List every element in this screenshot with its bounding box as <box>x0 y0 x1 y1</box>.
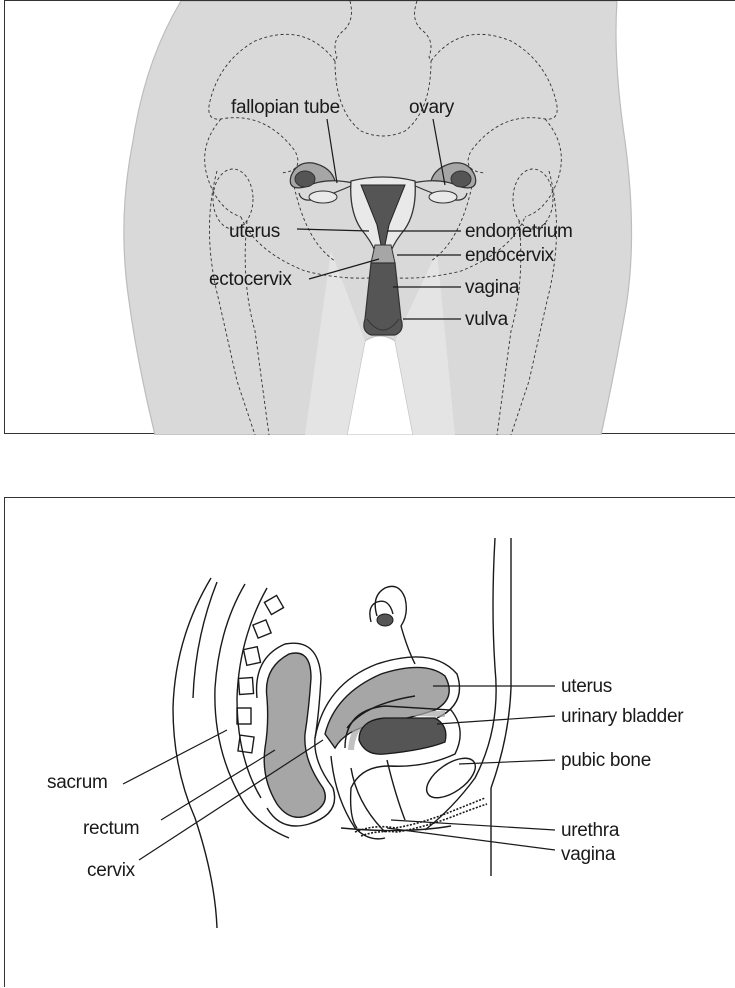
side-view-panel: uterus urinary bladder pubic bone urethr… <box>4 497 735 987</box>
side-view-diagram: uterus urinary bladder pubic bone urethr… <box>5 498 735 988</box>
label-endocervix: endocervix <box>465 245 555 266</box>
pubic-bone-shape <box>420 750 482 805</box>
label-cervix: cervix <box>87 860 136 881</box>
ovary-side <box>370 586 415 664</box>
label-uterus: uterus <box>229 221 280 242</box>
label-endometrium: endometrium <box>465 221 573 242</box>
label-urethra: urethra <box>561 820 620 841</box>
label-uterus-side: uterus <box>561 676 612 697</box>
label-sacrum: sacrum <box>47 772 108 793</box>
label-rectum: rectum <box>83 818 139 839</box>
label-pubic-bone: pubic bone <box>561 750 651 771</box>
label-fallopian-tube: fallopian tube <box>231 97 340 118</box>
label-vulva: vulva <box>465 309 509 330</box>
label-urinary-bladder: urinary bladder <box>561 706 684 727</box>
label-vagina-front: vagina <box>465 277 520 298</box>
front-view-panel: fallopian tube ovary uterus endometrium … <box>4 0 735 434</box>
bladder-shape <box>359 718 446 754</box>
label-vagina-side: vagina <box>561 844 616 865</box>
front-view-diagram: fallopian tube ovary uterus endometrium … <box>5 1 735 435</box>
label-ectocervix: ectocervix <box>209 269 292 290</box>
label-ovary: ovary <box>409 97 455 118</box>
